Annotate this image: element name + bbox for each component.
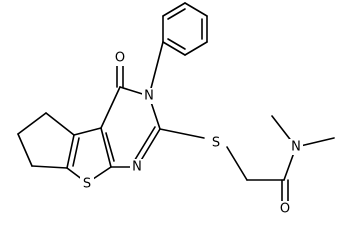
atom-thioether-sulfur: S — [212, 136, 220, 151]
atom-amide-oxygen: O — [280, 202, 290, 217]
bond-thiophene-c4a-c3 — [73, 127, 102, 136]
bond-phenyl-5 — [162, 41, 186, 56]
bond-phenyl-1 — [162, 2, 186, 17]
atom-amide-nitrogen: N — [291, 140, 301, 155]
bond-cyclopentane-4 — [31, 165, 68, 169]
atom-ring-nitrogen: N — [144, 89, 154, 104]
molecule-canvas: O N N S S N O — [17, 2, 335, 217]
atom-pyrimidine-nitrogen: N — [132, 160, 142, 175]
atom-thiophene-sulfur: S — [83, 177, 91, 192]
bond-thiophene-c3-c2 — [66, 134, 75, 169]
bond-thiophene-c3-c2-double — [72, 137, 80, 167]
bond-phenyl-4 — [184, 41, 208, 56]
bond-phenyl-double-3 — [167, 38, 186, 50]
bond-cyclopentane-1 — [45, 112, 75, 136]
bond-cyclopentane-2 — [17, 112, 47, 135]
bond-c4a-carbonyl — [100, 86, 121, 129]
bond-phenyl-2 — [184, 2, 208, 17]
bond-phenyl-nitrogen — [148, 41, 164, 97]
bond-c2-n-double — [132, 126, 156, 164]
bond-c4a-c7a-double — [105, 132, 115, 162]
bond-cyclopentane-3 — [17, 133, 33, 167]
bond-phenyl-double-1 — [167, 8, 186, 20]
bond-c7a-c4a — [100, 127, 112, 168]
molecule-structure: O N N S S N O — [17, 2, 335, 217]
bond-c2-sulfur — [159, 128, 205, 139]
atom-ketone-oxygen: O — [115, 51, 125, 66]
bond-sulfur-ch2 — [226, 146, 248, 181]
